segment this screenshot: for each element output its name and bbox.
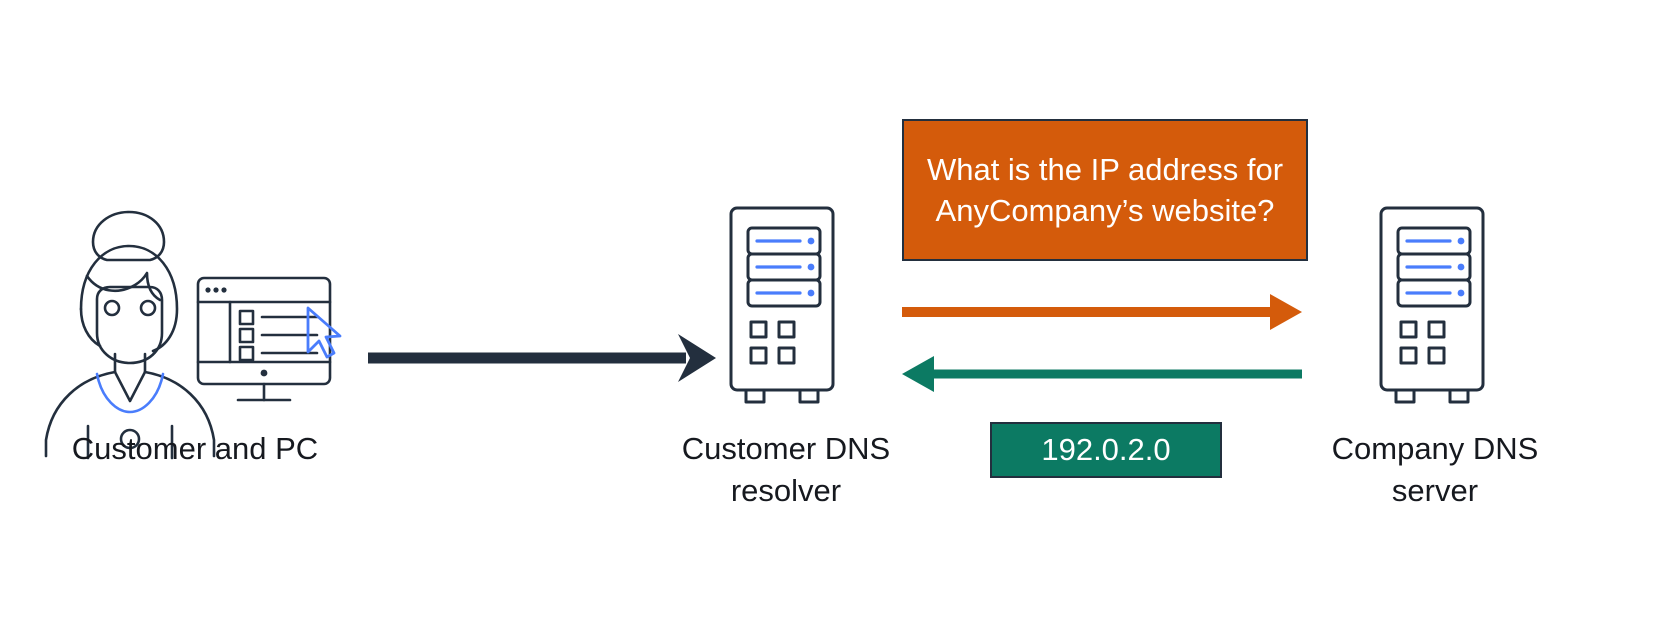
question-callout: What is the IP address for AnyCompany’s …	[902, 119, 1308, 261]
node-customer-dns-resolver-label: Customer DNS resolver	[681, 431, 891, 509]
cursor-icon	[306, 306, 342, 359]
arrow-resolver-to-company-query	[902, 292, 1302, 332]
node-customer-dns-resolver	[726, 204, 844, 412]
person-with-computer-icon	[44, 210, 342, 460]
node-company-dns-server-label: Company DNS server	[1331, 431, 1539, 509]
server-tower-icon	[1379, 206, 1485, 404]
arrow-company-to-resolver-response	[902, 354, 1302, 394]
answer-callout: 192.0.2.0	[990, 422, 1222, 478]
arrow-pc-to-resolver	[368, 322, 718, 394]
server-tower-icon	[729, 206, 835, 404]
node-company-dns-server	[1376, 204, 1494, 412]
node-customer-pc	[40, 196, 342, 460]
node-customer-pc-label: Customer and PC	[71, 431, 319, 466]
